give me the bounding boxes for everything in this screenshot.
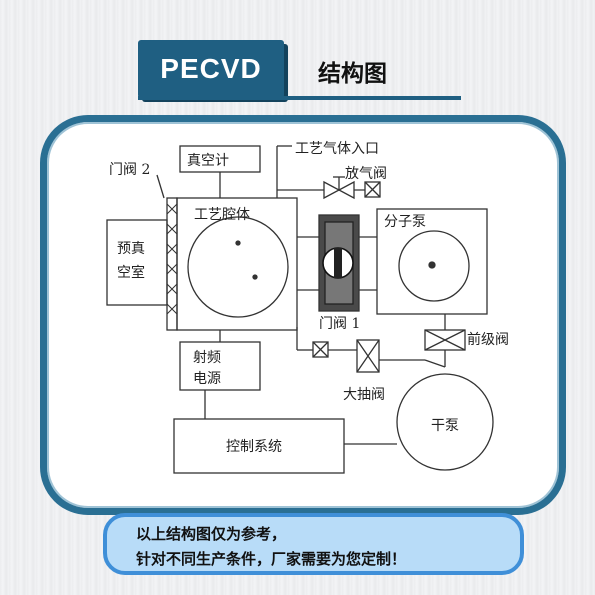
vent-valve-x2 — [364, 181, 381, 198]
diagram-frame — [40, 115, 566, 515]
process-chamber-dot-1 — [235, 240, 241, 246]
rf-power-label-1: 射频 — [193, 350, 221, 366]
roughing-to-pump — [424, 359, 446, 368]
dry-pump-circle — [396, 373, 494, 471]
disclaimer-note: 以上结构图仅为参考， 针对不同生产条件，厂家需要为您定制！ — [103, 513, 524, 575]
molecular-pump-box — [376, 208, 488, 315]
roughing-valve-label: 大抽阀 — [343, 387, 385, 403]
gate-valve-2-label: 门阀 2 — [109, 162, 150, 178]
gate-valve-1-label: 门阀 1 — [319, 316, 360, 332]
vent-valve-right — [337, 180, 355, 200]
control-system-box — [173, 418, 345, 474]
control-system-label: 控制系统 — [226, 439, 282, 455]
vacuum-gauge-label: 真空计 — [187, 153, 229, 169]
gate-valve-2-leader — [156, 174, 165, 199]
pecvd-badge-text: PECVD — [160, 53, 262, 84]
load-lock-label-2: 空室 — [117, 264, 145, 281]
pecvd-structure-diagram: 真空计 工艺气体入口 放气阀 预真 空室 门阀 2 工艺腔体 门阀 1 分子泵 … — [106, 141, 509, 474]
molecular-pump-rotor — [398, 230, 470, 302]
process-chamber-box — [176, 197, 298, 331]
load-lock-label-1: 预真 — [117, 241, 145, 257]
roughing-valve-x — [356, 339, 380, 373]
header-underline — [138, 96, 461, 100]
load-lock-box — [106, 219, 168, 306]
rf-power-box — [179, 341, 261, 391]
molecular-pump-hub — [428, 261, 436, 269]
roughing-small-valve-x — [312, 341, 329, 358]
foreline-valve-x — [424, 329, 466, 351]
gate-valve-1-plate — [334, 248, 342, 278]
vent-valve-label: 放气阀 — [345, 166, 387, 182]
dry-pump-label: 干泵 — [431, 418, 459, 434]
process-chamber-dot-2 — [252, 274, 258, 280]
page-title: 结构图 — [318, 61, 387, 87]
molecular-pump-label: 分子泵 — [384, 214, 426, 230]
gate-valve-2-hatch — [166, 203, 178, 315]
vent-valve-left — [323, 180, 341, 200]
disclaimer-line-1: 以上结构图仅为参考， — [136, 525, 287, 543]
rf-power-label-2: 电源 — [193, 371, 221, 387]
process-chamber-label: 工艺腔体 — [194, 207, 250, 223]
gas-inlet-label: 工艺气体入口 — [295, 141, 379, 157]
gate-valve-2 — [166, 197, 178, 331]
process-chamber-wafer — [187, 216, 289, 318]
foreline-valve-label: 前级阀 — [467, 331, 509, 348]
disclaimer-line-2: 针对不同生产条件，厂家需要为您定制！ — [136, 550, 407, 568]
pecvd-badge: PECVD — [138, 40, 284, 98]
